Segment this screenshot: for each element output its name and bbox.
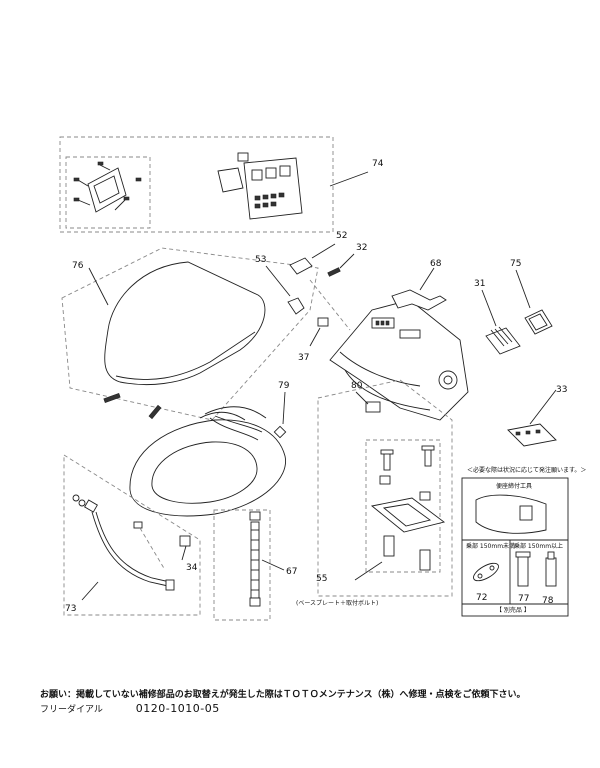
part-group-67: 67 bbox=[213, 509, 297, 621]
nozzle-33 bbox=[507, 423, 557, 447]
callout-34: 34 bbox=[186, 563, 198, 573]
hose-fitting bbox=[84, 499, 98, 513]
main-unit: 68 31 75 bbox=[329, 259, 553, 421]
tool-77 bbox=[517, 555, 529, 587]
footer-notice: お願い：掲載していない補修部品のお取替えが発生した際はＴＯＴＯメンテナンス（株）… bbox=[40, 690, 526, 700]
tool-box: ＜必要な際は状況に応じて発注願います。＞ 便座締付工具 乗部 150mm未満 乗… bbox=[461, 466, 586, 617]
main-unit-body bbox=[329, 299, 469, 421]
remote-control bbox=[217, 152, 303, 220]
part-group-74: 74 bbox=[59, 136, 384, 233]
part-group-73: 73 bbox=[63, 454, 201, 616]
callout-77: 77 bbox=[518, 594, 529, 604]
dashed-boundary-55 bbox=[317, 379, 453, 597]
callout-72: 72 bbox=[476, 593, 487, 603]
callout-76: 76 bbox=[72, 261, 84, 271]
over-150-label: 乗部 150mm以上 bbox=[514, 542, 563, 550]
part-group-76: 76 bbox=[61, 247, 319, 421]
part-group-55: 80 55 (ベースプレート＋取付ボルト) bbox=[296, 379, 453, 607]
callout-80: 80 bbox=[351, 381, 363, 391]
clip-37 bbox=[317, 317, 329, 327]
tool-78 bbox=[545, 557, 557, 587]
callout-53: 53 bbox=[255, 255, 266, 265]
tool-box-title: 便座締付工具 bbox=[496, 482, 532, 490]
hinge-cover-52 bbox=[289, 257, 313, 275]
water-hose bbox=[91, 511, 169, 587]
callout-75: 75 bbox=[510, 259, 521, 269]
callout-74: 74 bbox=[372, 159, 384, 169]
remote-bracket bbox=[73, 161, 142, 213]
part-34 bbox=[179, 535, 191, 547]
dashed-boundary-74 bbox=[59, 136, 334, 233]
tool-note: ＜必要な際は状況に応じて発注願います。＞ bbox=[467, 466, 586, 474]
callout-79: 79 bbox=[278, 381, 290, 391]
part-79 bbox=[273, 425, 287, 439]
callout-33: 33 bbox=[556, 385, 567, 395]
part-group-33: 33 bbox=[507, 385, 567, 447]
callout-67: 67 bbox=[286, 567, 297, 577]
callout-78: 78 bbox=[542, 596, 554, 606]
part-group-seat: 79 34 bbox=[129, 381, 290, 573]
separate-sale-label: 【 別売品 】 bbox=[496, 606, 530, 614]
callout-32: 32 bbox=[356, 243, 367, 253]
tool-box-frame bbox=[461, 477, 569, 617]
callout-73: 73 bbox=[65, 604, 76, 614]
dashed-boundary-73 bbox=[63, 454, 201, 616]
callout-55: 55 bbox=[316, 574, 327, 584]
part-group-hinge: 52 32 53 37 bbox=[255, 231, 367, 363]
under-150-label: 乗部 150mm未満 bbox=[466, 542, 515, 550]
screw-32 bbox=[327, 267, 341, 277]
hinge-53 bbox=[287, 297, 305, 315]
callout-68: 68 bbox=[430, 259, 442, 269]
gasket-68 bbox=[391, 289, 447, 311]
dial-label: フリーダイアル bbox=[40, 705, 103, 715]
callout-37: 37 bbox=[298, 353, 309, 363]
dashed-boundary-67 bbox=[213, 509, 271, 621]
bumper-left bbox=[133, 521, 143, 529]
footer-dial: フリーダイアル 0120-1010-05 bbox=[40, 702, 220, 715]
dashed-boundary-76 bbox=[61, 247, 319, 421]
callout-31: 31 bbox=[474, 279, 485, 289]
dial-number: 0120-1010-05 bbox=[135, 702, 220, 715]
remote-battery-cover bbox=[217, 167, 244, 193]
callout-52: 52 bbox=[336, 231, 347, 241]
dashed-inner-74 bbox=[65, 156, 151, 229]
toilet-lid bbox=[104, 261, 266, 386]
dashed-inner-55 bbox=[365, 439, 441, 573]
tool-72 bbox=[473, 562, 499, 582]
part-80 bbox=[365, 401, 381, 413]
base-plate-note: (ベースプレート＋取付ボルト) bbox=[296, 599, 378, 607]
